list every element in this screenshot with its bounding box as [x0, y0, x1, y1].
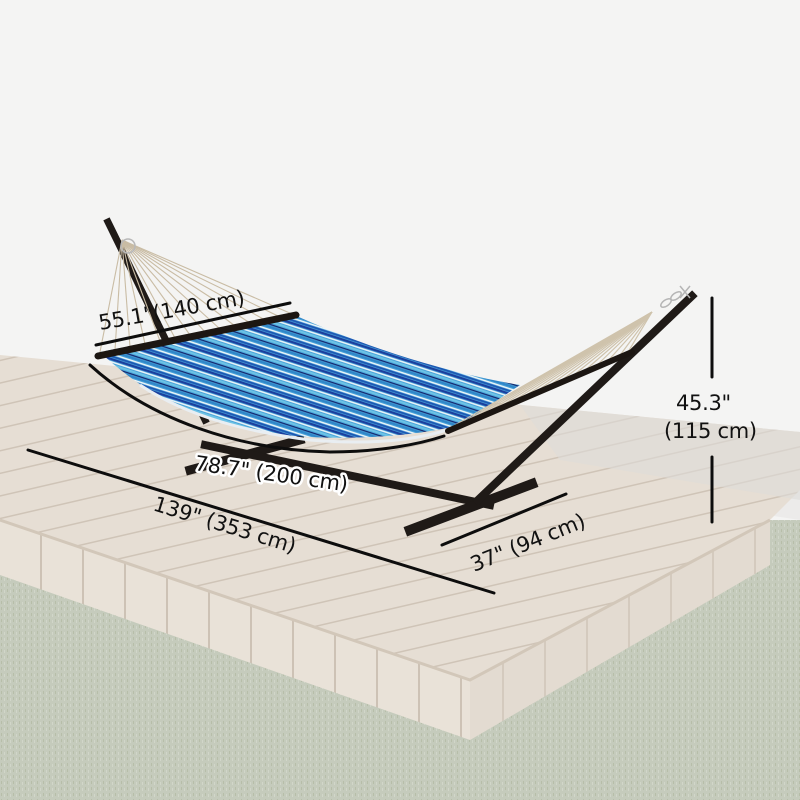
dim-line-base-width	[440, 492, 568, 547]
left-chain-ring	[120, 238, 136, 254]
hammock-bed-edge	[139, 383, 461, 444]
hammock-ropes-left	[99, 239, 293, 353]
left-spreader-bar	[94, 311, 300, 360]
right-spreader-bar	[445, 349, 635, 434]
dim-line-total-length	[26, 448, 496, 595]
right-chain	[660, 285, 691, 308]
deck-edge	[0, 518, 771, 682]
deck-fascia-front	[0, 520, 470, 740]
dim-line-width	[94, 301, 292, 347]
hammock-bed	[100, 314, 520, 438]
dimension-lines	[26, 296, 714, 595]
deck-fascia-side-planks	[470, 520, 770, 740]
dim-label-height-cm: (115 cm)	[664, 419, 757, 443]
dim-label-height-inches: 45.3"	[676, 391, 731, 415]
wall-shadow	[520, 405, 800, 500]
hammock-ropes-right	[449, 311, 653, 429]
dim-line-bed-length	[88, 363, 446, 454]
